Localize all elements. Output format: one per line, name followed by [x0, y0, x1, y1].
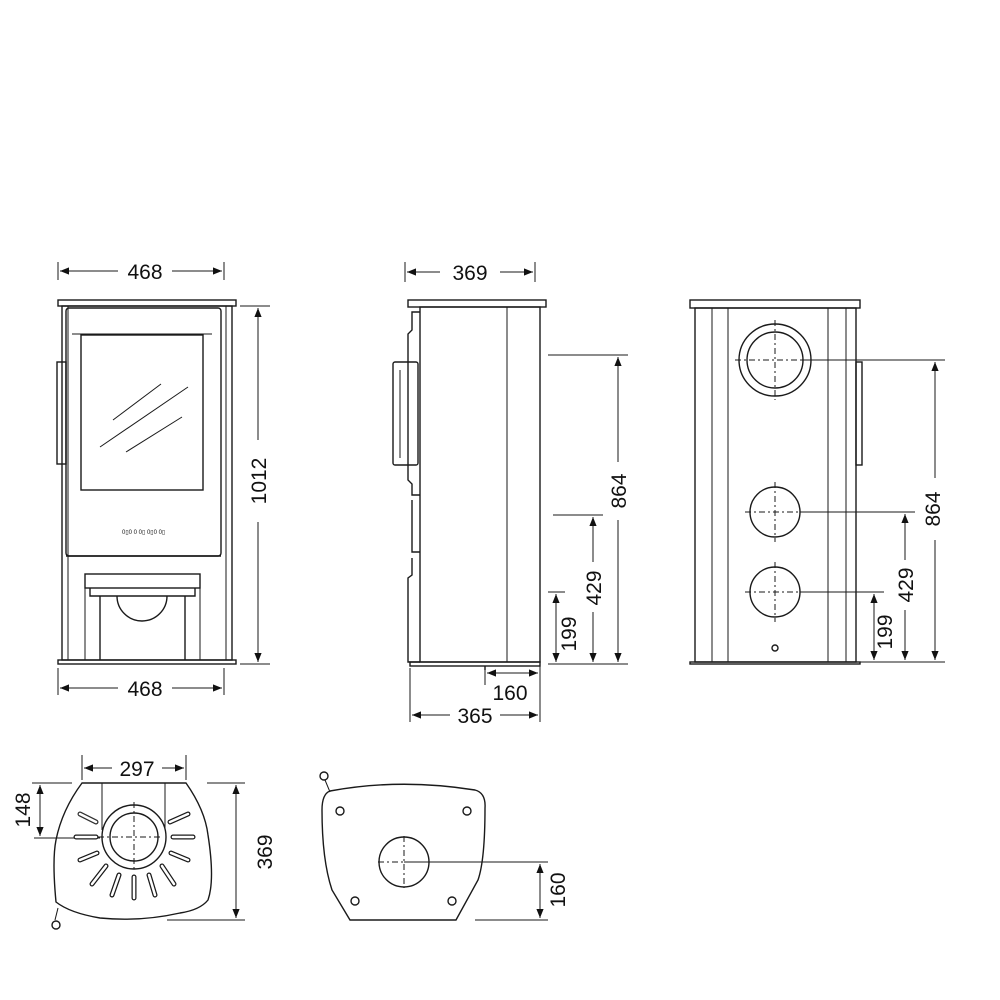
side-depth-bottom: 365 — [457, 705, 492, 728]
front-height: 1012 — [248, 458, 271, 505]
back-view — [689, 299, 863, 665]
bottom-air-inlet-offset: 160 — [547, 872, 570, 907]
top-depth: 369 — [254, 834, 277, 869]
back-dimensions: 864 429 199 — [800, 359, 945, 663]
door-glass — [80, 334, 204, 491]
back-rear-flue-height: 429 — [895, 567, 918, 602]
side-view — [392, 299, 547, 670]
front-dimensions: 468 1012 468 — [57, 261, 271, 701]
side-handle — [392, 361, 419, 466]
front-view: 0▯0 0 0▯ 0▯0 0▯ — [56, 299, 237, 665]
side-air-inlet-height: 199 — [558, 616, 581, 651]
back-flue-height: 864 — [922, 491, 945, 526]
side-foot-depth: 160 — [492, 682, 527, 705]
side-rear-flue-height: 429 — [583, 570, 606, 605]
side-dimensions: 369 864 429 199 160 365 — [404, 262, 631, 728]
control-label: 0▯0 0 0▯ 0▯0 0▯ — [122, 530, 165, 536]
top-flue-width: 297 — [119, 758, 154, 781]
door-handle — [56, 361, 67, 465]
bottom-plan-dimensions: 160 — [475, 864, 570, 921]
side-flue-height: 864 — [608, 473, 631, 508]
front-width-bottom: 468 — [127, 678, 162, 701]
side-depth-top: 369 — [452, 262, 487, 285]
top-plan-dimensions: 297 148 369 — [12, 755, 277, 921]
bottom-plan-view — [319, 771, 548, 921]
back-air-inlet-height: 199 — [874, 614, 897, 649]
top-plan-view — [34, 782, 213, 930]
front-width-top: 468 — [127, 261, 162, 284]
top-flue-offset: 148 — [12, 792, 35, 827]
